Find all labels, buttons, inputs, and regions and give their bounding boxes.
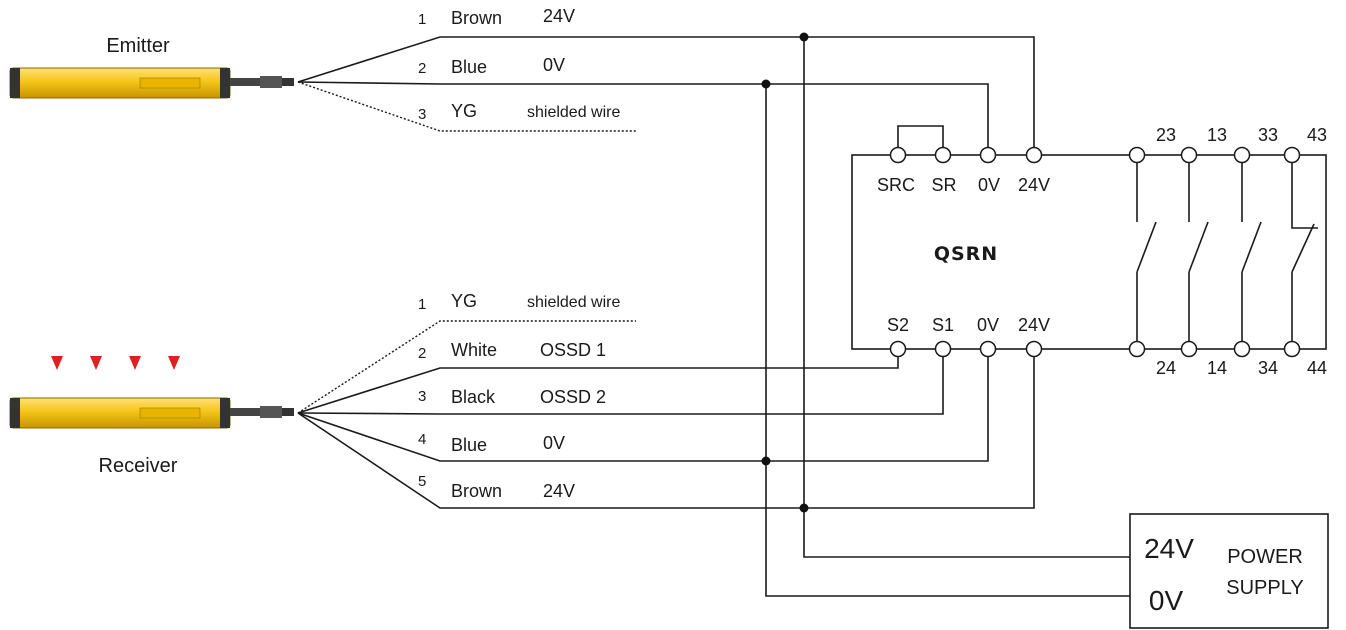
receiver-wires [297, 320, 1035, 509]
emitter-wire-2-num: 2 [418, 60, 426, 77]
terminal-43 [1283, 146, 1301, 164]
emitter-wire-3-signal: shielded wire [527, 104, 620, 121]
label-23: 23 [1156, 125, 1176, 145]
receiver-wire-4-num: 4 [418, 431, 426, 448]
receiver-wire-2-signal: OSSD 1 [540, 340, 606, 360]
emitter-wires [297, 36, 1035, 150]
receiver-wire-2-num: 2 [418, 345, 426, 362]
label-bottom-24v: 24V [1018, 315, 1050, 335]
emitter-wire-1-signal: 24V [543, 6, 575, 26]
label-s2: S2 [887, 315, 909, 335]
src-sr-jumper [897, 125, 944, 148]
power-supply-0v: 0V [1149, 585, 1184, 616]
label-bottom-0v: 0V [977, 315, 999, 335]
terminal-s2 [889, 340, 907, 358]
receiver-wire-4-color: Blue [451, 435, 487, 455]
emitter-sensor [9, 67, 294, 99]
emitter-wire-2-color: Blue [451, 57, 487, 77]
label-sr: SR [931, 175, 956, 195]
terminal-bottom-0v [979, 340, 997, 358]
terminal-33 [1233, 146, 1251, 164]
power-supply: 24V 0V POWER SUPPLY [1129, 513, 1329, 629]
emitter-wire-3-num: 3 [418, 106, 426, 123]
label-13: 13 [1207, 125, 1227, 145]
terminal-sr [934, 146, 952, 164]
terminal-s1 [934, 340, 952, 358]
label-33: 33 [1258, 125, 1278, 145]
relay-name: QSRN [934, 243, 998, 265]
label-top-0v: 0V [978, 175, 1000, 195]
receiver-wire-1-color: YG [451, 291, 477, 311]
terminal-src [889, 146, 907, 164]
terminal-13 [1180, 146, 1198, 164]
emitter-wire-3-color: YG [451, 101, 477, 121]
label-s1: S1 [932, 315, 954, 335]
label-src: SRC [877, 175, 915, 195]
power-bus-wires [765, 37, 1130, 597]
receiver-wire-labels: 1 YG shielded wire 2 White OSSD 1 3 Blac… [418, 291, 620, 501]
receiver-wire-3-signal: OSSD 2 [540, 387, 606, 407]
label-top-24v: 24V [1018, 175, 1050, 195]
receiver-label: Receiver [99, 455, 178, 477]
label-24: 24 [1156, 358, 1176, 378]
relay-module: QSRN SRC SR 0V 24V S2 S1 0V 24V [851, 125, 1327, 358]
terminal-top-24v [1025, 146, 1043, 164]
label-14: 14 [1207, 358, 1227, 378]
emitter-wire-2-signal: 0V [543, 55, 565, 75]
receiver-wire-1-num: 1 [418, 296, 426, 313]
terminal-bottom-24v [1025, 340, 1043, 358]
terminal-24 [1128, 340, 1146, 358]
power-supply-label-line1: POWER [1227, 546, 1303, 568]
junction-dots [761, 32, 809, 513]
receiver-wire-5-color: Brown [451, 481, 502, 501]
receiver-wire-1-signal: shielded wire [527, 294, 620, 311]
receiver-wire-3-num: 3 [418, 388, 426, 405]
label-34: 34 [1258, 358, 1278, 378]
terminal-44 [1283, 340, 1301, 358]
receiver-wire-5-num: 5 [418, 473, 426, 490]
terminal-34 [1233, 340, 1251, 358]
label-43: 43 [1307, 125, 1327, 145]
terminal-top-0v [979, 146, 997, 164]
light-beams [51, 125, 180, 370]
receiver-wire-4-signal: 0V [543, 433, 565, 453]
power-supply-label-line2: SUPPLY [1226, 577, 1303, 599]
terminal-23 [1128, 146, 1146, 164]
terminal-14 [1180, 340, 1198, 358]
emitter-wire-1-num: 1 [418, 11, 426, 28]
receiver-wire-3-color: Black [451, 387, 496, 407]
relay-contacts: 23 13 33 43 24 14 34 44 [1128, 125, 1327, 378]
emitter-wire-labels: 1 Brown 24V 2 Blue 0V 3 YG shielded wire [418, 6, 620, 123]
label-44: 44 [1307, 358, 1327, 378]
receiver-wire-5-signal: 24V [543, 481, 575, 501]
receiver-wire-2-color: White [451, 340, 497, 360]
emitter-label: Emitter [106, 35, 170, 57]
power-supply-24v: 24V [1144, 533, 1194, 564]
emitter-wire-1-color: Brown [451, 8, 502, 28]
receiver-sensor [9, 397, 294, 429]
